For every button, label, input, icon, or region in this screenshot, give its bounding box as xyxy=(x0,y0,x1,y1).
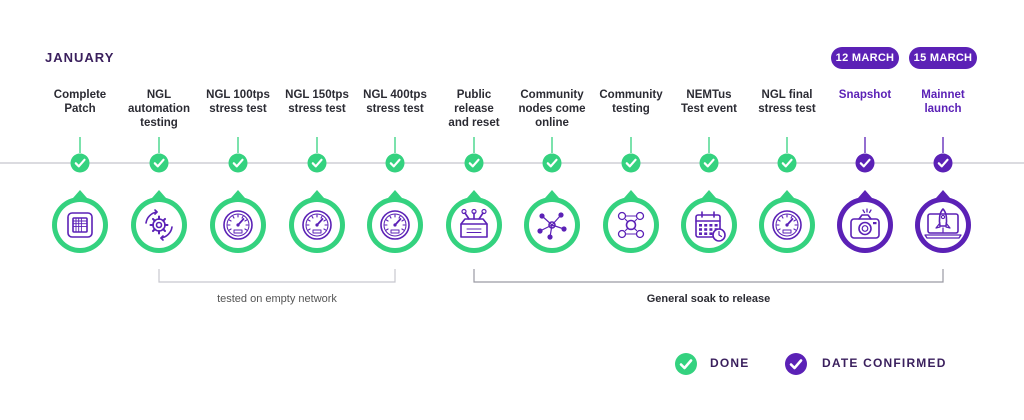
gauge-icon xyxy=(772,210,802,240)
milestone-check-icon-12 xyxy=(933,153,953,173)
milestone-badge-5 xyxy=(367,190,423,253)
date-pill-12: 15 MARCH xyxy=(909,47,977,69)
done-check-icon xyxy=(675,353,697,375)
milestone-badge-10 xyxy=(759,190,815,253)
milestone-check-icon-10 xyxy=(777,153,797,173)
range-label-1: tested on empty network xyxy=(217,293,337,305)
milestone-check-icon-7 xyxy=(542,153,562,173)
legend-done: DONE xyxy=(674,352,764,376)
milestone-label-9: NEMTus Test event xyxy=(680,89,738,115)
milestone-badge-6 xyxy=(446,190,502,253)
milestone-label-12: Mainnet launch xyxy=(921,89,965,115)
community-icon xyxy=(617,211,645,239)
milestone-label-5: NGL 400tps stress test xyxy=(363,89,427,115)
camera-icon xyxy=(850,208,880,239)
milestone-badge-11 xyxy=(837,190,893,253)
milestone-check-icon-3 xyxy=(228,153,248,173)
legend-confirmed-label: DATE CONFIRMED xyxy=(822,356,947,370)
milestone-check-icon-9 xyxy=(699,153,719,173)
network-nodes-icon xyxy=(537,212,567,240)
milestone-badge-4 xyxy=(289,190,345,253)
milestone-check-icon-6 xyxy=(464,153,484,173)
milestone-check-icon-8 xyxy=(621,153,641,173)
date-pill-11: 12 MARCH xyxy=(831,47,899,69)
milestone-label-7: Community nodes come online xyxy=(518,89,586,129)
milestone-check-icon-1 xyxy=(70,153,90,173)
milestone-badge-9 xyxy=(681,190,737,253)
milestone-badge-2 xyxy=(131,190,187,253)
milestone-label-8: Community testing xyxy=(599,89,663,115)
milestone-label-11: Snapshot xyxy=(838,89,892,101)
automation-gear-icon xyxy=(145,209,173,241)
milestone-badge-8 xyxy=(603,190,659,253)
milestone-check-icon-2 xyxy=(149,153,169,173)
calendar-icon xyxy=(695,211,726,242)
month-label: JANUARY xyxy=(45,50,115,65)
milestone-label-4: NGL 150tps stress test xyxy=(285,89,349,115)
gauge-icon xyxy=(380,210,410,240)
milestone-label-3: NGL 100tps stress test xyxy=(206,89,270,115)
milestone-check-icon-11 xyxy=(855,153,875,173)
milestone-label-6: Public release and reset xyxy=(448,89,500,129)
confirmed-check-icon xyxy=(785,353,807,375)
milestone-label-10: NGL final stress test xyxy=(758,89,816,115)
milestone-label-2: NGL automation testing xyxy=(128,89,190,129)
release-box-icon xyxy=(460,208,488,238)
gauge-icon xyxy=(302,210,332,240)
milestone-badge-12 xyxy=(915,190,971,253)
milestone-label-1: Complete Patch xyxy=(53,89,107,115)
range-bracket-2 xyxy=(473,269,944,283)
milestone-badge-3 xyxy=(210,190,266,253)
range-bracket-1 xyxy=(158,269,396,283)
legend-confirmed: DATE CONFIRMED xyxy=(784,352,964,376)
milestone-badge-7 xyxy=(524,190,580,253)
milestone-check-icon-4 xyxy=(307,153,327,173)
legend-done-label: DONE xyxy=(710,356,750,370)
milestone-badge-1 xyxy=(52,190,108,253)
range-label-2: General soak to release xyxy=(646,293,771,305)
rocket-icon xyxy=(924,208,962,239)
gauge-icon xyxy=(223,210,253,240)
patch-chip-icon xyxy=(67,212,93,238)
milestone-check-icon-5 xyxy=(385,153,405,173)
